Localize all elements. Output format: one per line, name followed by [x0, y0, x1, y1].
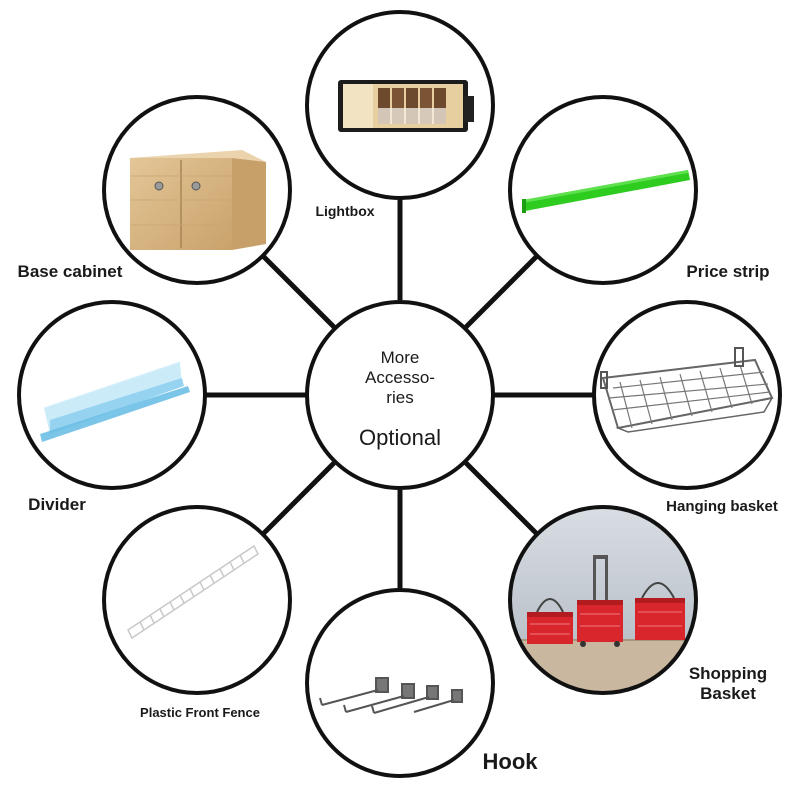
- lightbox-node: [305, 10, 495, 200]
- connector-shopping-basket: [464, 461, 539, 536]
- connector-fence: [261, 461, 336, 536]
- fence-node: [102, 505, 292, 695]
- hanging-basket-node: [592, 300, 782, 490]
- hook-circle: [305, 588, 495, 778]
- hub-title-line2: Accesso-: [365, 368, 435, 387]
- hub-title: More Accesso- ries: [330, 348, 470, 408]
- base-cabinet-circle: [102, 95, 292, 285]
- divider-image: [40, 361, 190, 442]
- connector-base-cabinet: [261, 254, 336, 329]
- base-cabinet-node: [102, 95, 292, 285]
- hub-title-line3: ries: [386, 388, 414, 407]
- hanging-basket-image: [600, 347, 774, 433]
- shopping-basket-circle: [508, 505, 698, 695]
- cabinet-image: [130, 150, 266, 250]
- lightbox-circle: [305, 10, 495, 200]
- fence-circle: [102, 505, 292, 695]
- divider-node: [17, 300, 207, 490]
- hub-subtitle: Optional: [359, 425, 441, 450]
- hub-title-line1: More: [380, 348, 420, 367]
- label-price-strip: Price strip: [686, 262, 770, 281]
- price-strip-image: [522, 170, 690, 213]
- label-hook: Hook: [482, 749, 538, 774]
- label-shopping-basket-line2: Basket: [700, 683, 756, 703]
- price-strip-node: [508, 95, 698, 285]
- divider-circle: [17, 300, 207, 490]
- fence-image: [127, 544, 259, 640]
- hub-circle: [305, 300, 495, 490]
- label-shopping-basket: Shopping Basket: [672, 664, 784, 703]
- connector-lines: [205, 198, 594, 590]
- hanging-basket-circle: [592, 300, 782, 490]
- hook-image: [319, 677, 463, 714]
- lightbox-image: [338, 80, 474, 132]
- label-plastic-front-fence: Plastic Front Fence: [140, 705, 260, 720]
- label-hanging-basket: Hanging basket: [666, 498, 778, 515]
- label-lightbox: Lightbox: [315, 203, 375, 219]
- label-base-cabinet: Base cabinet: [17, 262, 123, 281]
- label-divider: Divider: [28, 495, 86, 514]
- connector-price-strip: [464, 254, 539, 329]
- hook-node: [305, 588, 495, 778]
- price-strip-circle: [508, 95, 698, 285]
- label-shopping-basket-line1: Shopping: [688, 664, 768, 683]
